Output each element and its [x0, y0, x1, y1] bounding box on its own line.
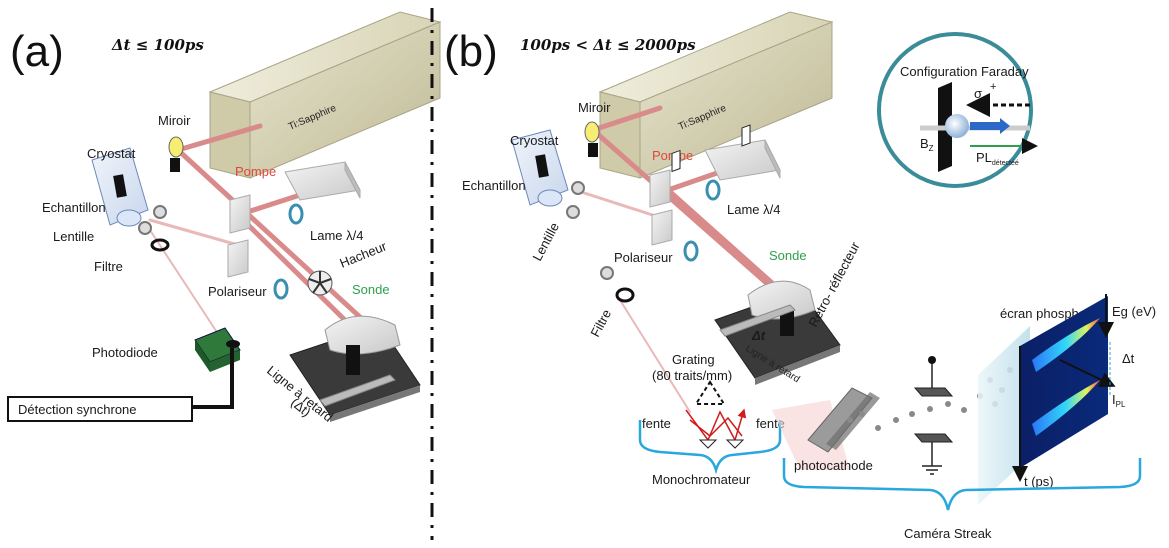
- filtre-a-label: Filtre: [94, 259, 123, 274]
- polariseur-a-label: Polariseur: [208, 284, 267, 299]
- photocathode-label: photocathode: [794, 458, 873, 473]
- glass-blocks-a: [227, 161, 361, 278]
- polariseur-b-label: Polariseur: [614, 250, 673, 265]
- panel-a-delta-t: Δt ≤ 100ps: [111, 36, 204, 54]
- lame-a-label: Lame λ/4: [310, 228, 363, 243]
- fente-left-label: fente: [642, 416, 671, 431]
- camera-bracket: [782, 458, 1142, 511]
- retro-b-label: Retro- réflecteur: [805, 239, 863, 330]
- lentille-b-label: Lentille: [529, 220, 562, 263]
- t-ps-label: t (ps): [1024, 474, 1054, 489]
- grating-label-2: (80 traits/mm): [652, 368, 732, 383]
- ipl-label: IPL: [1112, 392, 1126, 409]
- inset-bz: BZ: [920, 136, 934, 153]
- inset-title: Configuration Faraday: [900, 64, 1029, 79]
- delta-b-label: Δt: [751, 328, 766, 343]
- pompe-a-label: Pompe: [235, 164, 276, 179]
- cryostat-b: [511, 129, 569, 207]
- deflection-plates: [913, 356, 954, 475]
- filtre-b-label: Filtre: [587, 307, 614, 340]
- panel-b: (b) 100ps < Δt ≤ 2000ps Ti:Sapphire Miro…: [444, 11, 1156, 541]
- polariseur-b: [683, 240, 699, 262]
- detection-box: [7, 396, 193, 422]
- panel-b-letter: (b): [444, 27, 498, 76]
- mirror-b: [584, 121, 600, 157]
- photodiode-a-label: Photodiode: [92, 345, 158, 360]
- sonde-a-label: Sonde: [352, 282, 390, 297]
- cryostat-b-label: Cryostat: [510, 133, 559, 148]
- echantillon-b-label: Echantillon: [462, 178, 526, 193]
- polariseur-a: [273, 278, 289, 300]
- panel-b-delta-t: 100ps < Δt ≤ 2000ps: [520, 36, 696, 54]
- beams-b: [573, 105, 783, 413]
- lentille-a-label: Lentille: [53, 229, 94, 244]
- filtre-b: [615, 287, 635, 303]
- lens-a: [138, 205, 167, 235]
- hacheur-a: [307, 270, 333, 296]
- ipl-axis: [1059, 359, 1116, 388]
- echantillon-a-label: Echantillon: [42, 200, 106, 215]
- cryostat-a-label: Cryostat: [87, 146, 136, 161]
- glass-blocks-b: [649, 139, 781, 246]
- grating-label-1: Grating: [672, 352, 715, 367]
- dt-axis-label: Δt: [1122, 351, 1135, 366]
- camera-label: Caméra Streak: [904, 526, 992, 541]
- delay-line-b: [714, 280, 841, 385]
- lame-b-label: Lame λ/4: [727, 202, 780, 217]
- hacheur-a-label: Hacheur: [338, 238, 390, 271]
- monochromateur: [671, 124, 751, 449]
- inset-sigma: σ+: [974, 81, 996, 101]
- faraday-inset: Configuration Faraday σ+ BZ PLdétectéé: [877, 32, 1038, 188]
- mono-bracket: [638, 420, 782, 475]
- beams-a: [148, 123, 388, 343]
- mirror-a: [168, 136, 184, 172]
- ecran-phosphore: [978, 326, 1030, 505]
- panel-a-letter: (a): [10, 27, 64, 76]
- miroir-a-label: Miroir: [158, 113, 191, 128]
- eg-label: Eg (eV): [1112, 304, 1156, 319]
- inset-pl: PLdétectéé: [976, 150, 1019, 167]
- streak-image: [1020, 296, 1108, 468]
- miroir-b-label: Miroir: [578, 100, 611, 115]
- delay-line-a: [289, 315, 421, 422]
- photodiode-a: [194, 327, 241, 372]
- cryostat-a: [91, 147, 149, 227]
- lame-a: [288, 203, 304, 225]
- panel-a: (a) Δt ≤ 100ps Ti:Sapphire Miroir: [7, 11, 442, 425]
- filtre-a: [150, 238, 170, 252]
- lame-b: [705, 179, 721, 201]
- sonde-b-label: Sonde: [769, 248, 807, 263]
- detection-label: Détection synchrone: [18, 402, 137, 417]
- monochromateur-label: Monochromateur: [652, 472, 751, 487]
- laser-b: Ti:Sapphire: [598, 11, 834, 179]
- lens-b: [566, 181, 614, 280]
- photocathode: [807, 387, 880, 453]
- laser-a: Ti:Sapphire: [208, 11, 442, 179]
